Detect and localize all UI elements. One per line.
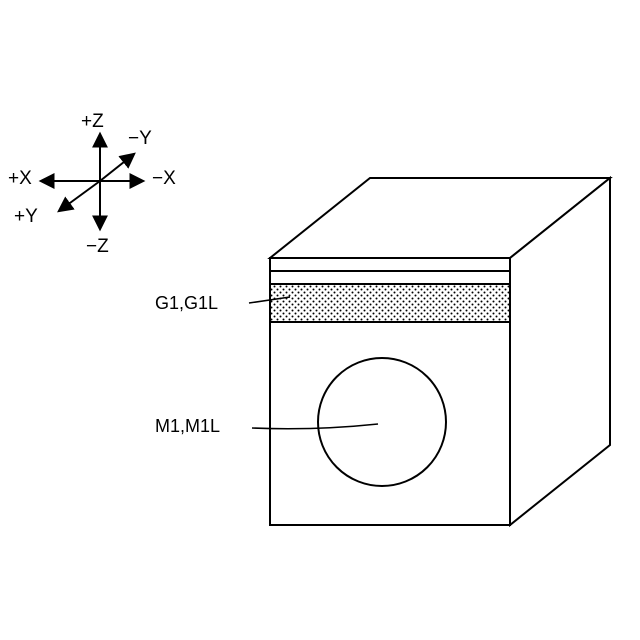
axis-label-minus-x: −X (152, 168, 176, 189)
leader-line-gate (248, 296, 291, 304)
leader-line-mark (251, 423, 379, 430)
axis-label-plus-x: +X (8, 168, 32, 189)
axis-label-minus-z: −Z (86, 236, 109, 257)
axis-label-plus-y: +Y (14, 206, 38, 227)
axis-arrow-plus-y (57, 180, 101, 213)
axis-indicator (38, 131, 146, 232)
label-mark-circle: M1,M1L (155, 416, 220, 436)
axis-label-minus-y: −Y (128, 128, 152, 149)
mark-circle (317, 357, 447, 487)
label-gate-band: G1,G1L (155, 293, 218, 313)
gate-band (269, 283, 511, 323)
axis-arrow-minus-y (99, 152, 136, 182)
box (267, 175, 613, 528)
axis-label-plus-z: +Z (81, 111, 104, 132)
